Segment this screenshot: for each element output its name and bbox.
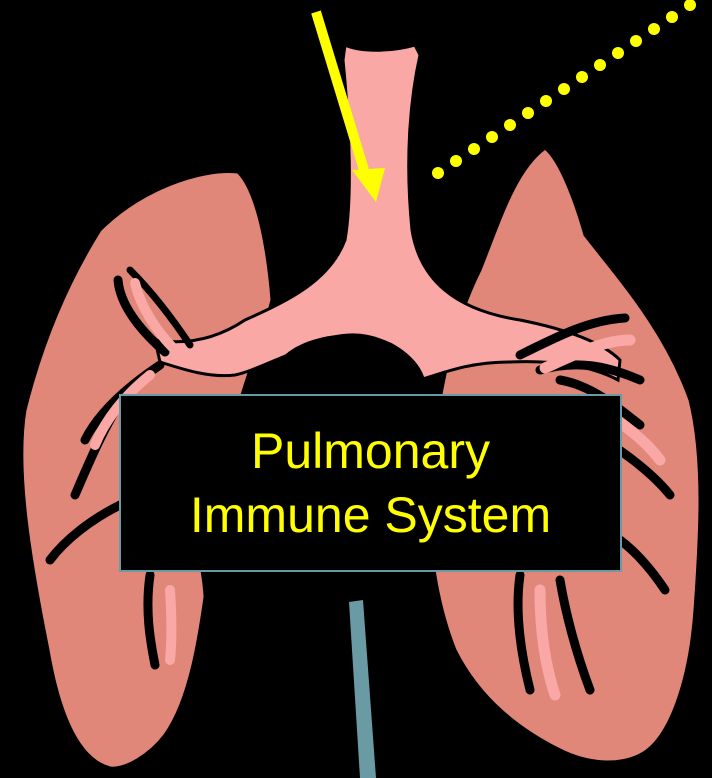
label-pointer	[349, 600, 376, 778]
dotted-yellow-path	[432, 0, 696, 179]
label-line-2: Immune System	[190, 483, 551, 547]
label-line-1: Pulmonary	[251, 419, 490, 483]
label-box: Pulmonary Immune System	[119, 394, 622, 572]
